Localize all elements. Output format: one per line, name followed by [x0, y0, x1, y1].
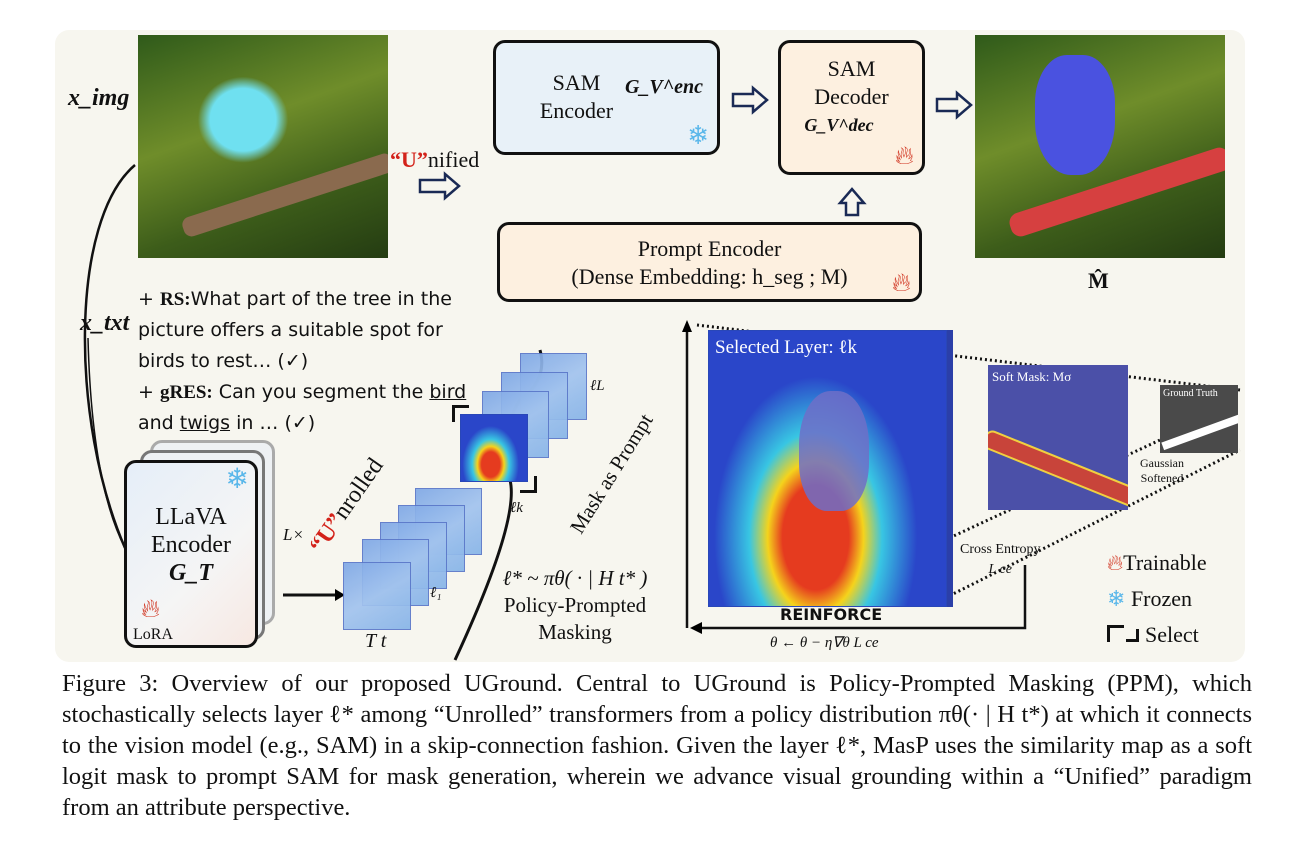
ground-truth-label: Ground Truth — [1163, 388, 1218, 399]
snowflake-icon: ❄ — [225, 464, 249, 495]
selected-layer-heatmap: Selected Layer: ℓk — [708, 330, 947, 607]
figure-caption: Figure 3: Overview of our proposed UGrou… — [62, 670, 1252, 821]
legend: 🔥︎Trainable ❄ Frozen Select — [1107, 545, 1207, 653]
output-segmentation-image — [975, 35, 1225, 258]
ground-truth-image: Ground Truth — [1160, 385, 1238, 453]
select-bracket-icon — [520, 476, 537, 493]
policy-formula: ℓ* ~ πθ( · | H t* ) — [502, 566, 648, 590]
layer-1-label: ℓ₁ — [430, 585, 442, 601]
sam-decoder-box: SAM Decoder G_V^dec 🔥︎ — [778, 40, 925, 175]
flame-icon: 🔥︎ — [141, 594, 161, 623]
select-bracket-icon — [452, 405, 469, 422]
llava-symbol: G_T — [169, 560, 213, 586]
reinforce-label: REINFORCE — [780, 605, 883, 624]
x-img-label: x_img — [68, 85, 130, 111]
query-gres: + gRES: Can you segment the bird and twi… — [138, 381, 467, 434]
policy-line2: Masking — [538, 620, 612, 644]
input-bird-image — [138, 35, 388, 258]
selected-layer-label: Selected Layer: ℓk — [715, 337, 858, 358]
llava-line1: LLaVA — [155, 504, 227, 530]
legend-frozen: ❄ Frozen — [1107, 586, 1193, 611]
query-rs: + RS:What part of the tree in the pictur… — [138, 288, 452, 372]
token-map — [343, 562, 411, 630]
lora-label: LoRA — [133, 626, 173, 643]
llava-encoder-box: LLaVA Encoder G_T ❄ 🔥︎ LoRA — [124, 460, 258, 648]
sam-decoder-symbol: G_V^dec — [804, 115, 874, 135]
tokens-label: T t — [365, 630, 387, 652]
soft-mask-image: Soft Mask: Mσ — [988, 365, 1128, 510]
sam-encoder-symbol: G_V^enc — [624, 76, 703, 98]
x-txt-label: x_txt — [80, 310, 130, 336]
repeat-label: L× — [283, 525, 304, 544]
unified-label: “U”nified — [390, 147, 480, 172]
select-bracket-icon — [1107, 625, 1124, 642]
flame-icon: 🔥︎ — [891, 268, 911, 297]
sam-decoder-line2: Decoder — [814, 84, 889, 109]
sam-encoder-line1: SAM — [552, 70, 601, 95]
snowflake-icon: ❄ — [1107, 586, 1126, 611]
sam-decoder-line1: SAM — [827, 56, 876, 81]
selected-layer-map — [460, 414, 528, 482]
prompt-encoder-subtitle: (Dense Embedding: h_seg ; M) — [571, 264, 848, 289]
query-text: + RS:What part of the tree in the pictur… — [138, 284, 473, 439]
sam-encoder-box: SAM Encoder G_V^enc ❄ — [493, 40, 720, 155]
prompt-encoder-title: Prompt Encoder — [637, 236, 782, 261]
output-mask-label: M̂ — [1088, 268, 1109, 293]
llava-line2: Encoder — [151, 532, 231, 558]
legend-trainable: 🔥︎Trainable — [1107, 550, 1207, 575]
snowflake-icon: ❄ — [687, 121, 709, 150]
flame-icon: 🔥︎ — [894, 141, 914, 170]
prompt-encoder-box: Prompt Encoder (Dense Embedding: h_seg ;… — [497, 222, 922, 302]
layer-k-label: ℓk — [510, 500, 523, 516]
soft-mask-label: Soft Mask: Mσ — [992, 369, 1072, 384]
legend-select: Select — [1107, 617, 1207, 653]
policy-block: ℓ* ~ πθ( · | H t* ) Policy-Prompted Mask… — [485, 565, 665, 646]
policy-line1: Policy-Prompted — [503, 593, 647, 617]
flame-icon: 🔥︎ — [1107, 550, 1124, 575]
sam-encoder-line2: Encoder — [539, 98, 614, 123]
layer-L-label: ℓL — [590, 378, 605, 394]
reinforce-formula: θ ← θ − η∇θ L ce — [770, 635, 879, 651]
